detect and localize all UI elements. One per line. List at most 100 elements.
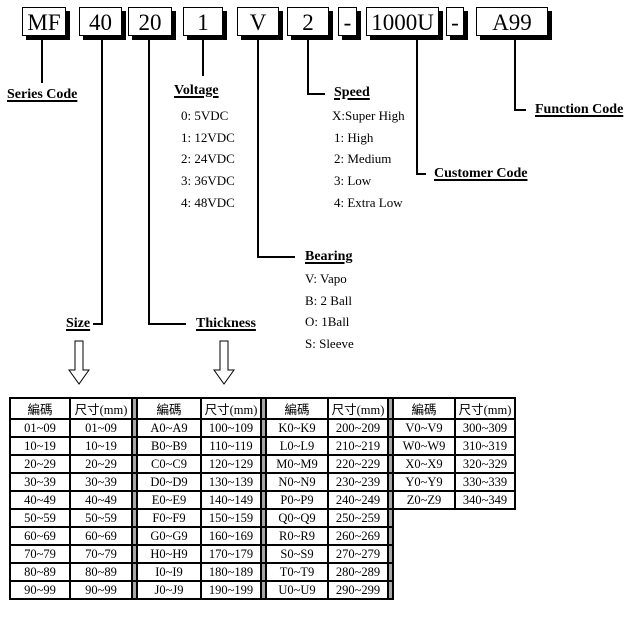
code-cell: 90~99 (9, 580, 71, 600)
segment-customer: 1000U (366, 7, 439, 36)
size-cell: 20~29 (69, 454, 133, 474)
code-cell: 60~69 (9, 526, 71, 546)
speed-label: Speed (334, 85, 370, 100)
voltage-option: 2: 24VDC (181, 151, 235, 166)
group-separator (131, 472, 138, 492)
header-size: 尺寸(mm) (69, 397, 133, 420)
segment-function: A99 (476, 7, 548, 36)
group-separator (387, 580, 394, 600)
code-cell: G0~G9 (136, 526, 202, 546)
code-cell: 80~89 (9, 562, 71, 582)
code-cell: D0~D9 (136, 472, 202, 492)
size-cell: 40~49 (69, 490, 133, 510)
size-cell: 150~159 (200, 508, 262, 528)
group-separator (260, 472, 267, 492)
code-cell: H0~H9 (136, 544, 202, 564)
connector-speed-h (307, 93, 325, 95)
code-cell: Z0~Z9 (392, 490, 456, 510)
empty-cell (455, 581, 515, 599)
size-cell: 190~199 (200, 580, 262, 600)
bearing-option: O: 1Ball (305, 314, 350, 329)
connector-bearing-h (257, 256, 295, 258)
connector-thickness-h (148, 323, 186, 325)
size-cell: 90~99 (69, 580, 133, 600)
group-separator (387, 508, 394, 528)
speed-option: 1: High (334, 130, 374, 145)
voltage-label: Voltage (174, 83, 219, 98)
connector-series (41, 40, 43, 83)
header-size: 尺寸(mm) (454, 397, 516, 420)
empty-cell (393, 527, 455, 545)
size-cell: 170~179 (200, 544, 262, 564)
size-cell: 01~09 (69, 418, 133, 438)
header-size: 尺寸(mm) (200, 397, 262, 420)
code-cell: Q0~Q9 (265, 508, 329, 528)
code-cell: 10~19 (9, 436, 71, 456)
bearing-option: B: 2 Ball (305, 293, 352, 308)
speed-option: 2: Medium (334, 151, 392, 166)
size-cell: 280~289 (327, 562, 389, 582)
header-code: 編碼 (265, 397, 329, 420)
group-separator (260, 397, 267, 420)
size-cell: 160~169 (200, 526, 262, 546)
size-cell: 240~249 (327, 490, 389, 510)
customer-code-label: Customer Code (434, 166, 528, 181)
group-separator (260, 454, 267, 474)
code-cell: 70~79 (9, 544, 71, 564)
empty-cell (393, 563, 455, 581)
speed-option: 3: Low (334, 173, 372, 188)
segment-dash-2: - (446, 7, 464, 36)
size-cell: 140~149 (200, 490, 262, 510)
group-separator (260, 562, 267, 582)
code-cell: E0~E9 (136, 490, 202, 510)
code-cell: 20~29 (9, 454, 71, 474)
empty-cell (455, 563, 515, 581)
segment-bearing: V (237, 7, 279, 36)
header-code: 編碼 (392, 397, 456, 420)
size-cell: 290~299 (327, 580, 389, 600)
code-cell: 01~09 (9, 418, 71, 438)
code-cell: R0~R9 (265, 526, 329, 546)
connector-thickness-v (148, 40, 150, 325)
group-separator (387, 562, 394, 582)
group-separator (387, 397, 394, 420)
group-separator (131, 526, 138, 546)
code-cell: V0~V9 (392, 418, 456, 438)
group-separator (260, 526, 267, 546)
code-cell: S0~S9 (265, 544, 329, 564)
code-cell: I0~I9 (136, 562, 202, 582)
voltage-option: 0: 5VDC (181, 108, 229, 123)
group-separator (131, 490, 138, 510)
connector-size-v (101, 40, 103, 325)
code-cell: N0~N9 (265, 472, 329, 492)
group-separator (131, 508, 138, 528)
code-cell: K0~K9 (265, 418, 329, 438)
size-down-arrow-icon (68, 340, 90, 385)
size-cell: 230~239 (327, 472, 389, 492)
size-cell: 320~329 (454, 454, 516, 474)
group-separator (131, 454, 138, 474)
size-cell: 120~129 (200, 454, 262, 474)
code-cell: 30~39 (9, 472, 71, 492)
code-cell: Y0~Y9 (392, 472, 456, 492)
voltage-option: 3: 36VDC (181, 173, 235, 188)
size-cell: 250~259 (327, 508, 389, 528)
connector-size-h (93, 323, 103, 325)
code-cell: B0~B9 (136, 436, 202, 456)
segment-series: MF (22, 7, 66, 36)
code-cell: L0~L9 (265, 436, 329, 456)
bearing-label: Bearing (305, 249, 353, 264)
size-cell: 270~279 (327, 544, 389, 564)
code-cell: 40~49 (9, 490, 71, 510)
code-cell: U0~U9 (265, 580, 329, 600)
bearing-option: V: Vapo (305, 271, 347, 286)
empty-cell (455, 509, 515, 527)
